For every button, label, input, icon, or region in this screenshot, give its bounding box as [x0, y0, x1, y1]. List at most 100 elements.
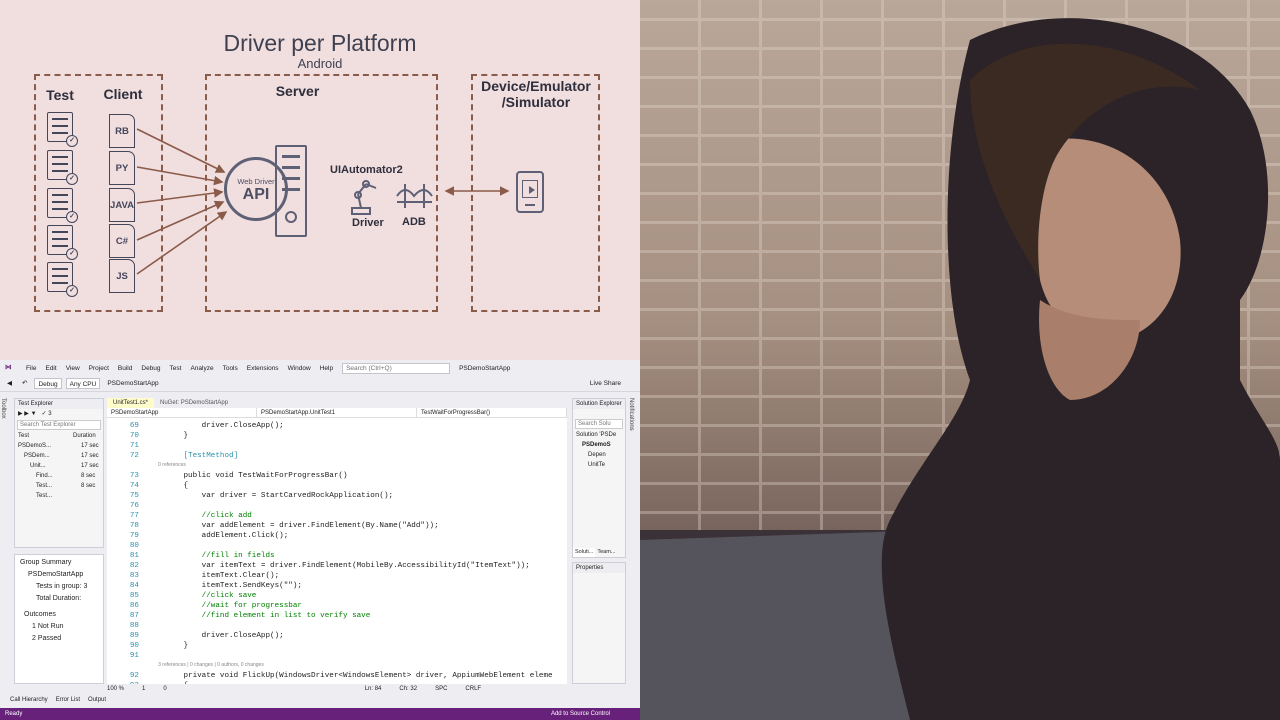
menu-project[interactable]: Project	[88, 364, 109, 372]
code-line[interactable]: }	[147, 642, 189, 650]
add-source-control-button[interactable]: Add to Source Control	[550, 711, 610, 717]
tab-call-hierarchy[interactable]: Call Hierarchy	[10, 697, 48, 703]
line-ending: CRLF	[465, 686, 482, 692]
code-line[interactable]: private void FlickUp(WindowsDriver<Windo…	[147, 672, 553, 680]
line-number-gutter: 84	[129, 582, 139, 590]
line-number-gutter: 88	[129, 622, 139, 630]
not-run-count[interactable]: 1 Not Run	[32, 623, 64, 630]
test-explorer-title: Test Explorer	[15, 399, 103, 409]
zoom-level[interactable]: 100 %	[107, 686, 125, 692]
solution-search[interactable]: Search Solu	[575, 419, 623, 429]
solution-explorer-title: Solution Explorer	[573, 399, 625, 409]
code-line[interactable]: itemText.Clear();	[147, 572, 280, 580]
passed-count[interactable]: 2 Passed	[32, 635, 62, 642]
back-icon[interactable]: ◀	[7, 380, 12, 387]
menu-build[interactable]: Build	[117, 364, 133, 372]
line-number: Ln: 84	[364, 686, 382, 692]
nav-project[interactable]: PSDemoStartApp	[107, 408, 257, 417]
code-line[interactable]: //find element in list to verify save	[147, 612, 371, 620]
javascript-client-icon: JS	[109, 259, 135, 293]
undo-icon[interactable]: ↶	[22, 380, 28, 387]
whitespace-mode: SPC	[435, 686, 448, 692]
nav-method[interactable]: TestWaitForProgressBar()	[417, 408, 567, 417]
code-line[interactable]: //click save	[147, 592, 257, 600]
code-line[interactable]: {	[147, 482, 189, 490]
ruby-client-icon: RB	[109, 114, 135, 148]
menu-window[interactable]: Window	[287, 364, 311, 372]
col-test: Test	[18, 433, 30, 439]
code-line[interactable]: [TestMethod]	[147, 452, 239, 460]
toolbox-tab[interactable]: Toolbox	[0, 398, 6, 419]
tests-in-group: Tests in group: 3	[36, 583, 88, 590]
test-explorer-search[interactable]: Search Test Explorer	[17, 420, 101, 430]
line-number-gutter: 87	[129, 612, 139, 620]
tab-output[interactable]: Output	[88, 697, 107, 703]
person-silhouette	[640, 18, 1280, 720]
tab-error-list[interactable]: Error List	[55, 697, 81, 703]
menu-tools[interactable]: Tools	[222, 364, 238, 372]
menu-file[interactable]: File	[26, 364, 37, 372]
code-line[interactable]: //wait for progressbar	[147, 602, 302, 610]
test-row[interactable]: Test...8 sec	[36, 483, 96, 489]
dependencies-node[interactable]: Depen	[588, 452, 606, 458]
code-line[interactable]: var addElement = driver.FindElement(By.N…	[147, 522, 439, 530]
line-number-gutter: 69	[129, 422, 139, 430]
code-line[interactable]: 3 references | 0 changes | 0 authors, 0 …	[147, 662, 264, 668]
test-row[interactable]: Test...	[36, 493, 53, 499]
code-line[interactable]: //click add	[147, 512, 252, 520]
code-line[interactable]: 0 references	[147, 462, 186, 468]
python-client-icon: PY	[109, 151, 135, 185]
test-row[interactable]: PSDem...17 sec	[24, 453, 99, 459]
config-select[interactable]: Debug	[34, 378, 62, 389]
tab-solution-explorer[interactable]: Soluti...	[573, 548, 596, 557]
menu-edit[interactable]: Edit	[45, 364, 57, 372]
test-row[interactable]: PSDemoS...17 sec	[18, 443, 99, 449]
menu-extensions[interactable]: Extensions	[246, 364, 279, 372]
code-line[interactable]: var driver = StartCarvedRockApplication(…	[147, 492, 394, 500]
nav-class[interactable]: PSDemoStartApp.UnitTest1	[257, 408, 417, 417]
test-row[interactable]: Find...8 sec	[36, 473, 96, 479]
status-text: Ready	[5, 711, 23, 717]
warning-count[interactable]: 0	[163, 686, 167, 692]
test-document-icon: ✓	[47, 188, 78, 223]
menu-view[interactable]: View	[65, 364, 80, 372]
solution-name: PSDemoStartApp	[459, 364, 511, 372]
notifications-tab[interactable]: Notifications	[628, 398, 634, 431]
driver-label: Driver	[352, 217, 384, 229]
code-line[interactable]: itemText.SendKeys("");	[147, 582, 302, 590]
tab-unittest1[interactable]: UnitTest1.cs*	[107, 398, 155, 408]
outcomes-label: Outcomes	[24, 611, 56, 618]
platform-select[interactable]: Any CPU	[65, 378, 101, 389]
live-share-button[interactable]: Live Share	[589, 380, 621, 387]
code-line[interactable]: driver.CloseApp();	[147, 632, 284, 640]
code-line[interactable]: public void TestWaitForProgressBar()	[147, 472, 348, 480]
code-line[interactable]: driver.CloseApp();	[147, 422, 284, 430]
solution-node[interactable]: Solution 'PSDe	[576, 432, 617, 438]
menu-analyze[interactable]: Analyze	[190, 364, 214, 372]
start-button[interactable]: PSDemoStartApp	[107, 380, 159, 387]
test-document-icon: ✓	[47, 150, 78, 185]
tab-nuget[interactable]: NuGet: PSDemoStartApp	[154, 398, 235, 408]
left-tool-strip: Toolbox	[0, 392, 10, 692]
connection-arrows	[136, 128, 510, 275]
code-line[interactable]: }	[147, 432, 189, 440]
code-line[interactable]: addElement.Click();	[147, 532, 289, 540]
project-node[interactable]: PSDemoS	[582, 442, 611, 448]
vs-search-input[interactable]: Search (Ctrl+Q)	[342, 362, 451, 374]
menu-help[interactable]: Help	[319, 364, 334, 372]
group-project: PSDemoStartApp	[28, 571, 84, 578]
menu-test[interactable]: Test	[169, 364, 182, 372]
solution-explorer-panel: Solution Explorer Search Solu Solution '…	[572, 398, 626, 558]
code-line[interactable]: var itemText = driver.FindElement(Mobile…	[147, 562, 530, 570]
column-number: Ch: 32	[399, 686, 418, 692]
presenter-photo	[640, 0, 1280, 720]
menu-debug[interactable]: Debug	[141, 364, 161, 372]
tab-team-explorer[interactable]: Team...	[597, 549, 616, 555]
code-line[interactable]: //fill in fields	[147, 552, 275, 560]
unittest-node[interactable]: UnitTe	[588, 462, 606, 468]
mobile-device-icon	[516, 171, 544, 213]
test-explorer-toolbar: ▶ ▶ ▼ ✓ 3	[18, 411, 52, 417]
test-row[interactable]: Unit...17 sec	[30, 463, 99, 469]
error-count[interactable]: 1	[142, 686, 146, 692]
